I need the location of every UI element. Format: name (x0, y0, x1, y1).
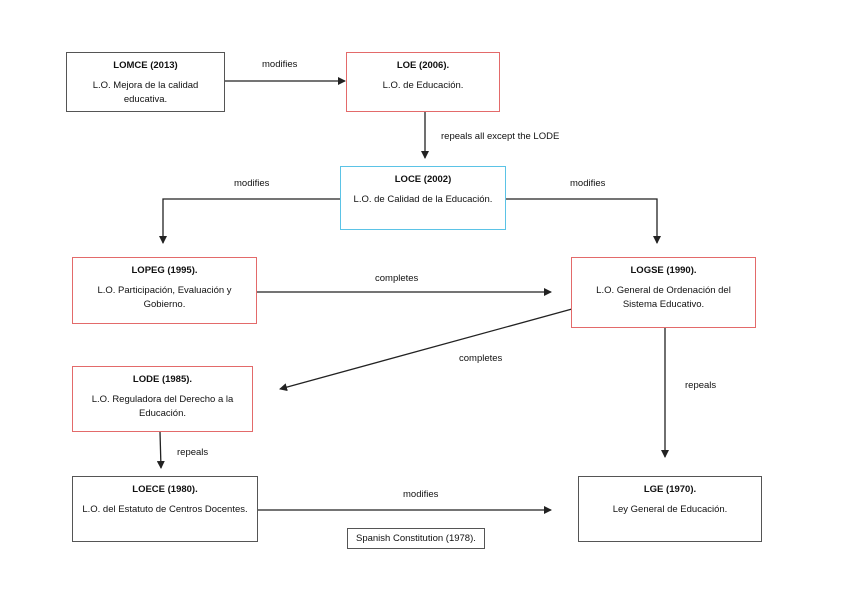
node-loce: LOCE (2002) L.O. de Calidad de la Educac… (340, 166, 506, 230)
node-lge-desc: Ley General de Educación. (612, 504, 728, 515)
edge-label-loe-loce: repeals all except the LODE (441, 131, 560, 142)
edge-label-loece-lge: modifies (403, 489, 439, 500)
node-logse: LOGSE (1990). L.O. General de Ordenación… (571, 257, 756, 328)
edge-label-logse-lode: completes (459, 353, 503, 364)
node-logse-title: LOGSE (1990). (630, 265, 697, 276)
edge-label-lomce-loe: modifies (262, 59, 298, 70)
node-loe-desc: L.O. de Educación. (382, 80, 464, 91)
node-loce-desc: L.O. de Calidad de la Educación. (353, 194, 493, 205)
edge-label-loce-lopeg: modifies (234, 178, 270, 189)
node-loce-title: LOCE (2002) (394, 174, 452, 185)
arrow-logse-lode (279, 308, 573, 392)
arrow-loce-logse (506, 198, 661, 244)
edge-label-logse-lge: repeals (685, 380, 717, 391)
node-lge: LGE (1970). Ley General de Educación. (578, 476, 762, 542)
node-lopeg-desc: L.O. Participación, Evaluación y Gobiern… (97, 285, 232, 310)
edge-label-loce-logse: modifies (570, 178, 606, 189)
edge-label-lode-loece: repeals (177, 447, 209, 458)
node-logse-desc: L.O. General de Ordenación del Sistema E… (596, 285, 731, 310)
node-lode: LODE (1985). L.O. Reguladora del Derecho… (72, 366, 253, 432)
node-lge-title: LGE (1970). (643, 484, 697, 495)
node-lode-desc: L.O. Reguladora del Derecho a la Educaci… (91, 394, 234, 419)
node-lomce-desc: L.O. Mejora de la calidad educativa. (92, 80, 199, 105)
node-lomce-title: LOMCE (2013) (113, 60, 178, 71)
node-lopeg-title: LOPEG (1995). (131, 265, 198, 276)
node-lode-title: LODE (1985). (132, 374, 193, 385)
node-loe-title: LOE (2006). (396, 60, 450, 71)
node-loe: LOE (2006). L.O. de Educación. (346, 52, 500, 112)
node-loece-title: LOECE (1980). (132, 484, 198, 495)
note-spanish-constitution: Spanish Constitution (1978). (347, 528, 485, 549)
node-loece-desc: L.O. del Estatuto de Centros Docentes. (82, 504, 248, 515)
node-loece: LOECE (1980). L.O. del Estatuto de Centr… (72, 476, 258, 542)
arrow-loce-lopeg (159, 198, 340, 244)
edge-label-lopeg-logse: completes (375, 273, 419, 284)
node-lomce: LOMCE (2013) L.O. Mejora de la calidad e… (66, 52, 225, 112)
arrow-lode-loece (156, 431, 165, 469)
node-lopeg: LOPEG (1995). L.O. Participación, Evalua… (72, 257, 257, 324)
